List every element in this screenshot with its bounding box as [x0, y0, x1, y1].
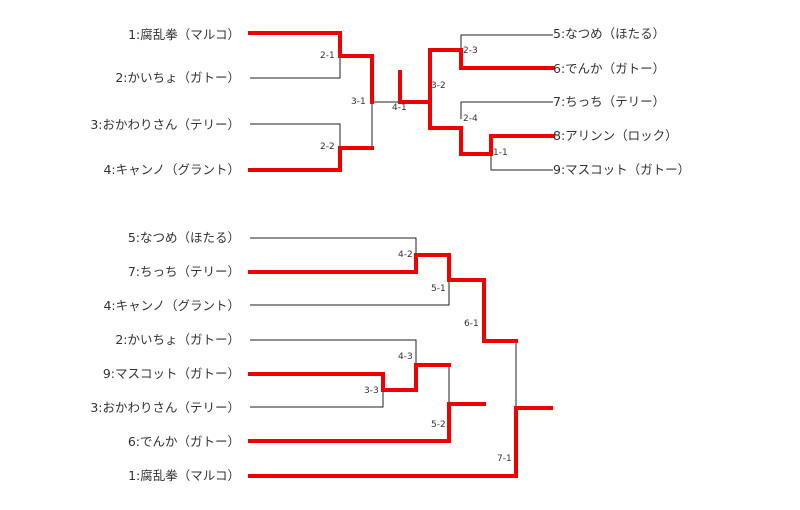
b1-match-4-1: 4-1	[392, 103, 407, 113]
b1-thin-7	[460, 101, 553, 119]
b1-match-2-1: 2-1	[320, 51, 335, 61]
b1-match-3-2: 3-2	[431, 81, 446, 91]
b1-thin-2	[250, 56, 341, 79]
b1-right-player-9: 9:マスコット（ガトー）	[553, 162, 691, 177]
b2-win-2	[248, 253, 518, 343]
b2-player-6: 3:おかわりさん（テリー）	[90, 400, 240, 415]
b2-match-4-3: 4-3	[398, 352, 413, 362]
b2-thin-61-71	[484, 340, 517, 408]
b1-left-player-3: 3:おかわりさん（テリー）	[90, 117, 240, 132]
b1-win-1	[248, 31, 374, 104]
b2-player-4: 2:かいちょ（ガトー）	[115, 332, 240, 347]
b1-thin-3	[250, 123, 341, 148]
b2-player-3: 4:キャンノ（グラント）	[103, 298, 240, 313]
b2-thin-4	[250, 339, 417, 365]
b1-match-2-2: 2-2	[320, 142, 335, 152]
b2-player-5: 9:マスコット（ガトー）	[102, 366, 240, 381]
b1-match-3-1: 3-1	[351, 97, 366, 107]
b2-player-7: 6:でんか（ガトー）	[127, 434, 240, 449]
b2-player-1: 5:なつめ（ほたる）	[127, 230, 240, 245]
b1-win-4	[248, 146, 374, 172]
b2-thin-3	[250, 280, 450, 306]
b2-thin-43-52	[416, 364, 450, 404]
b1-thin-5	[460, 34, 553, 50]
b1-win-6	[428, 48, 555, 156]
b1-right-player-8: 8:アリンン（ロック）	[553, 128, 678, 143]
b2-match-7-1: 7-1	[497, 454, 512, 464]
b2-player-2: 7:ちっち（テリー）	[127, 264, 240, 279]
b2-player-8: 1:腐乱拳（マルコ）	[128, 468, 240, 483]
b1-left-player-1: 1:腐乱拳（マルコ）	[128, 27, 240, 42]
b1-match-1-1: 1-1	[493, 148, 508, 158]
b1-match-2-3: 2-3	[463, 46, 478, 56]
b2-match-5-2: 5-2	[431, 420, 446, 430]
b2-thin-1	[250, 237, 417, 255]
b2-win-5	[248, 363, 451, 392]
b2-win-7	[248, 402, 486, 443]
b2-match-6-1: 6-1	[464, 319, 479, 329]
bracket-winner-paths	[248, 31, 555, 478]
b1-right-player-6: 6:でんか（ガトー）	[553, 61, 666, 76]
b1-thin-9	[490, 154, 553, 171]
b2-match-3-3: 3-3	[364, 386, 379, 396]
b2-match-4-2: 4-2	[398, 250, 413, 260]
b2-match-5-1: 5-1	[431, 284, 446, 294]
b1-right-player-5: 5:なつめ（ほたる）	[553, 26, 666, 41]
b2-thin-6	[250, 390, 384, 408]
b1-left-player-2: 2:かいちょ（ガトー）	[115, 70, 240, 85]
b1-match-2-4: 2-4	[463, 114, 478, 124]
b1-left-player-4: 4:キャンノ（グラント）	[103, 162, 240, 177]
b1-win-4-1	[398, 70, 432, 104]
b2-win-8	[248, 406, 553, 478]
b1-right-player-7: 7:ちっち（テリー）	[553, 94, 666, 109]
